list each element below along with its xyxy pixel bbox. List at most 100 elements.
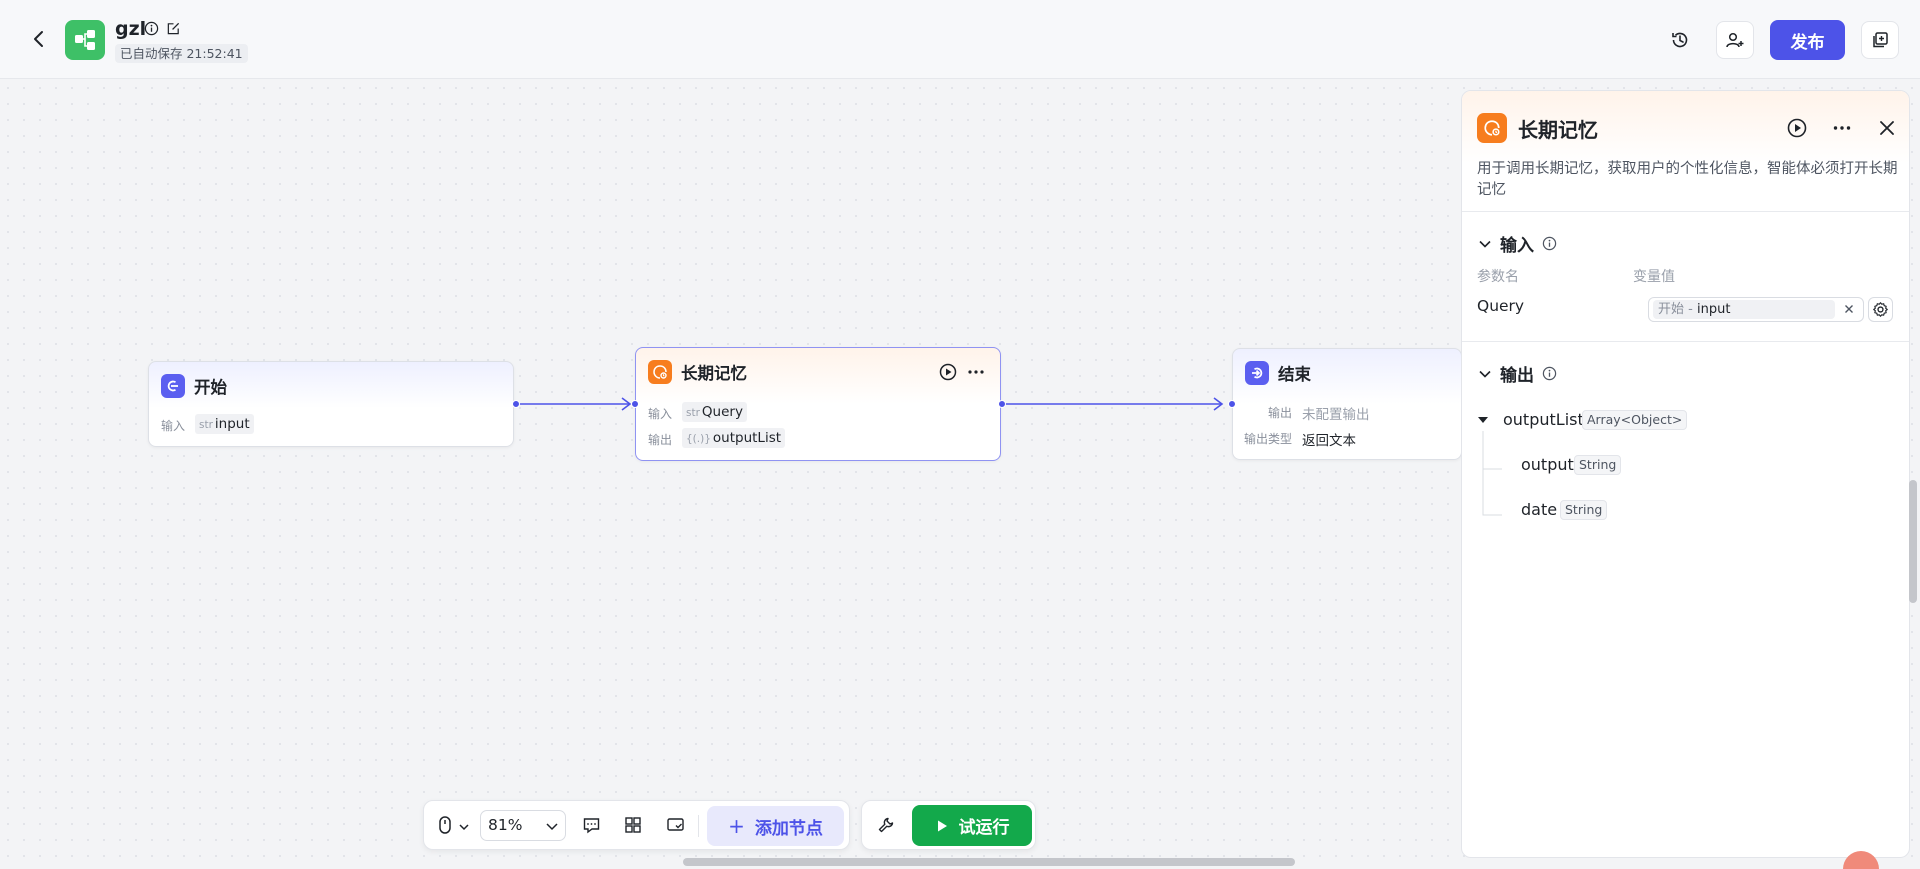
node-end-title: 结束	[1278, 365, 1311, 384]
input-section-title: 输入	[1500, 236, 1534, 256]
node-config-panel: 长期记忆 用于调用长期记忆，获取用户的个性化信息，智能体必须打开长期记忆 输入 …	[1461, 90, 1910, 858]
output-section-header[interactable]: 输出	[1478, 361, 1557, 386]
play-icon	[937, 820, 947, 831]
interaction-mode-button[interactable]	[434, 814, 456, 836]
info-icon[interactable]	[1542, 366, 1557, 381]
start-output-handle[interactable]	[512, 400, 520, 408]
run-node-icon[interactable]	[1786, 117, 1808, 139]
add-user-icon	[1726, 32, 1744, 48]
run-node-icon[interactable]	[938, 362, 958, 382]
chevron-down-icon[interactable]	[458, 821, 470, 833]
output-child-name: output	[1521, 455, 1574, 474]
history-button[interactable]	[1661, 21, 1699, 59]
info-icon[interactable]	[1542, 236, 1557, 251]
toolbar-divider	[698, 815, 699, 837]
add-node-button[interactable]: + 添加节点	[707, 806, 844, 846]
panel-header: 长期记忆 用于调用长期记忆，获取用户的个性化信息，智能体必须打开长期记忆	[1462, 91, 1909, 212]
ref-separator: -	[1684, 302, 1697, 317]
panel-description: 用于调用长期记忆，获取用户的个性化信息，智能体必须打开长期记忆	[1477, 161, 1898, 198]
edge-layer	[517, 397, 1224, 411]
node-start-title: 开始	[194, 378, 227, 397]
input-section-header[interactable]: 输入	[1478, 231, 1557, 256]
add-node-label: 添加节点	[754, 818, 823, 839]
minimap-icon	[666, 818, 684, 831]
param-name-query: Query	[1477, 297, 1525, 315]
run-toolbar: 试运行	[861, 800, 1036, 850]
var-type: {(.)}	[686, 433, 711, 445]
var-name: Query	[701, 404, 743, 420]
more-icon[interactable]	[1831, 117, 1853, 139]
section-divider	[1462, 341, 1909, 342]
zoom-select[interactable]: 81%	[480, 810, 566, 841]
node-end-output-type-value: 返回文本	[1302, 433, 1356, 449]
minimap-button[interactable]	[664, 814, 686, 836]
history-icon	[1672, 32, 1688, 48]
param-value-column: 变量值	[1633, 269, 1675, 285]
copy-icon	[1873, 32, 1888, 48]
chevron-down-icon	[546, 823, 558, 831]
end-node-icon	[1245, 361, 1269, 385]
output-child-name: date	[1521, 500, 1558, 519]
var-name: input	[214, 416, 250, 432]
debug-tools-button[interactable]	[875, 814, 897, 836]
param-value-query[interactable]: 开始 - input	[1648, 297, 1864, 322]
memory-icon	[653, 365, 667, 379]
end-input-handle[interactable]	[1228, 400, 1236, 408]
test-run-button[interactable]: 试运行	[912, 805, 1032, 846]
autosave-status: 已自动保存 21:52:41	[115, 44, 248, 63]
tree-guide-lines	[1482, 431, 1502, 516]
var-type: str	[199, 419, 213, 431]
horizontal-scrollbar[interactable]	[683, 858, 1295, 866]
caret-down-icon[interactable]	[1476, 413, 1490, 427]
memory-output-handle[interactable]	[998, 400, 1006, 408]
node-memory-output-label: 输出	[648, 433, 673, 447]
wrench-icon	[878, 817, 894, 833]
more-icon[interactable]	[966, 362, 986, 382]
clear-icon[interactable]	[1843, 303, 1855, 315]
end-icon	[1252, 367, 1263, 379]
auto-layout-button[interactable]	[622, 814, 644, 836]
chevron-down-icon	[1479, 240, 1491, 248]
node-end[interactable]: 结束 输出 未配置输出 输出类型 返回文本	[1232, 348, 1462, 460]
info-icon[interactable]	[144, 21, 159, 36]
assistant-avatar[interactable]	[1843, 851, 1879, 869]
output-tree-root-type: Array<Object>	[1582, 410, 1688, 430]
output-child-type: String	[1574, 455, 1622, 475]
edge-arrow-1	[621, 397, 632, 411]
ref-source-node: 开始	[1658, 302, 1685, 317]
zoom-value: 81%	[488, 816, 523, 834]
plus-icon: +	[728, 814, 745, 838]
app-logo	[65, 20, 105, 60]
edit-icon[interactable]	[166, 21, 181, 36]
output-tree-root-name: outputList	[1503, 410, 1584, 429]
app-title: gzl	[115, 18, 147, 40]
layout-icon	[625, 817, 641, 833]
memory-input-handle[interactable]	[631, 400, 639, 408]
node-end-output-value: 未配置输出	[1302, 407, 1370, 423]
node-memory-title: 长期记忆	[681, 364, 747, 383]
panel-node-icon	[1477, 113, 1507, 143]
top-header: gzl 已自动保存 21:52:41 发布	[0, 0, 1920, 79]
start-icon	[167, 380, 178, 392]
publish-button[interactable]: 发布	[1770, 20, 1845, 60]
node-end-output-label: 输出	[1268, 406, 1293, 420]
collaborators-button[interactable]	[1716, 21, 1754, 59]
node-memory-output-tag: {(.)}outputList	[682, 428, 786, 448]
back-arrow-icon[interactable]	[28, 28, 50, 50]
vertical-scrollbar[interactable]	[1909, 480, 1917, 603]
panel-title: 长期记忆	[1518, 118, 1598, 142]
ref-variable: input	[1696, 302, 1731, 317]
edge-arrow-2	[1213, 397, 1224, 411]
test-run-label: 试运行	[958, 818, 1010, 838]
node-start-input-label: 输入	[161, 419, 186, 433]
memory-node-icon	[648, 360, 672, 384]
canvas-toolbar: 81% + 添加节点	[423, 800, 850, 850]
workflow-logo-icon	[75, 30, 95, 50]
close-icon[interactable]	[1876, 117, 1898, 139]
param-settings-button[interactable]	[1868, 297, 1893, 322]
duplicate-button[interactable]	[1861, 21, 1899, 59]
comment-button[interactable]	[580, 814, 602, 836]
